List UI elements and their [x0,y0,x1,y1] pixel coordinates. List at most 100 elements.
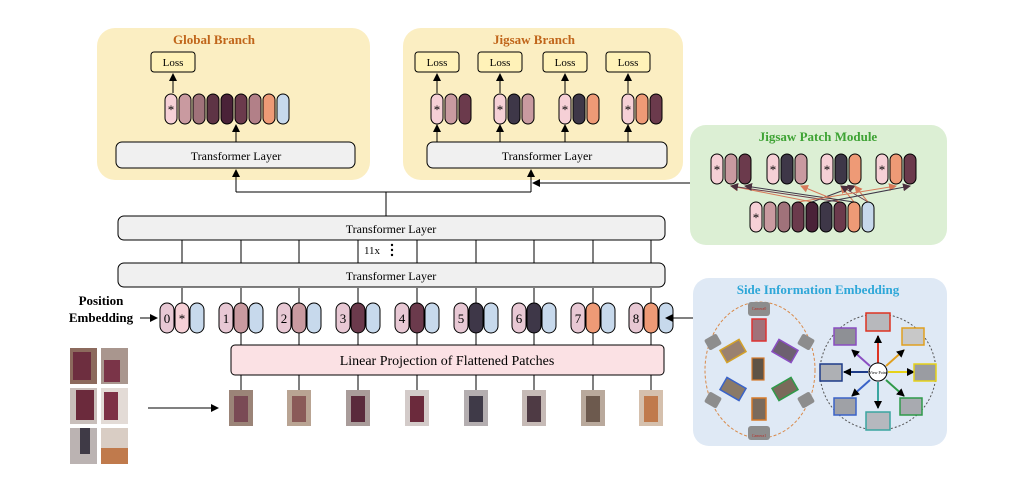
jpm-input-token [833,201,847,233]
position-index-label: 2 [281,311,288,326]
jpm-shuffle-arrows [730,183,911,203]
jpm-input-token [777,201,791,233]
global-token [234,93,248,125]
camera-top-icon [748,302,770,316]
position-index-token [394,302,410,334]
position-label: Position [79,293,125,308]
jigsaw-token [572,93,586,125]
jpm-shuffle-arrow [797,183,897,203]
bottom-transformer-label: Transformer Layer [346,269,437,283]
jigsaw-transformer-layer [426,141,668,169]
jigsaw-transformer-label: Transformer Layer [502,149,593,163]
image-patch-content [527,396,541,422]
cls-token-symbol: * [879,162,886,177]
global-token [262,93,276,125]
jpm-shuffled-token [780,153,794,185]
jpm-input-cls-token [749,201,763,233]
cls-token-symbol: * [168,102,175,117]
viewpoint-center-label: View Point [869,370,888,375]
jigsaw-token [458,93,472,125]
jigsaw-loss-label: Loss [427,57,448,69]
jigsaw-token [507,93,521,125]
embedding-token [483,302,499,334]
cls-token-symbol: * [770,162,777,177]
jpm-cls-token [766,153,780,185]
viewpoint-center [868,362,888,382]
cls-token [174,302,190,334]
jpm-shuffled-token [724,153,738,185]
jigsaw-loss-box [477,51,523,73]
jigsaw-token [586,93,600,125]
image-patch-content [410,396,424,422]
jpm-shuffled-token [738,153,752,185]
embedding-token [306,302,322,334]
position-index-token [628,302,644,334]
jpm-title: Jigsaw Patch Module [759,129,878,144]
embedding-token [541,302,557,334]
position-index-label: 5 [458,311,465,326]
jpm-cls-token [710,153,724,185]
side-information-embedding: Side Information Embedding Camera0 Camer… [693,278,947,446]
jigsaw-token-row: **** [430,93,663,142]
jigsaw-branch-title: Jigsaw Branch [493,32,576,47]
viewpoint-ring: View Point [819,312,937,431]
jpm-input-token [847,201,861,233]
cls-token-symbol: * [824,162,831,177]
global-token [248,93,262,125]
bottom-transformer-layer [117,262,666,288]
global-transformer-layer [115,141,356,169]
position-index-label: 3 [340,311,347,326]
position-index-token [276,302,292,334]
position-index-token [511,302,527,334]
inter-layer-connections [181,240,652,263]
global-token [276,93,290,125]
jpm-shuffled-token [889,153,903,185]
branch-connectors [232,169,690,216]
side-info-title: Side Information Embedding [737,282,900,297]
jpm-input-token [805,201,819,233]
jpm-cls-token [875,153,889,185]
camera-bottom-icon [748,426,770,440]
patch-token [585,302,601,334]
jpm-input-token [763,201,777,233]
global-loss-label: Loss [163,57,184,69]
embedding-token [600,302,616,334]
embedding-token [424,302,440,334]
jigsaw-patch-module: Jigsaw Patch Module **** * [690,125,947,245]
global-token [206,93,220,125]
image-patch-content [586,396,600,422]
jigsaw-token [444,93,458,125]
repeat-dots [390,243,394,257]
patch-token [409,302,425,334]
position-index-token [159,302,175,334]
jpm-shuffled-token [834,153,848,185]
position-index-label: 7 [575,311,582,326]
position-index-token [453,302,469,334]
camera-ring: Camera0 Camera1 [704,301,816,440]
position-index-label: 0 [164,311,171,326]
linear-projection-box [230,344,665,376]
top-transformer-layer [117,215,666,241]
image-patch-content [234,396,248,422]
camera-top-label: Camera0 [752,306,766,311]
jpm-input-tokens: * [749,201,875,233]
image-patch-row [229,390,663,426]
image-patch-content [469,396,483,422]
patch-token [643,302,659,334]
repeat-count: 11x [364,245,381,257]
embedding-token [189,302,205,334]
cls-token-symbol: * [625,102,632,117]
cls-token-symbol: * [497,102,504,117]
jigsaw-loss-box [605,51,651,73]
jpm-shuffle-arrow [854,185,869,203]
jigsaw-token [649,93,663,125]
input-image [70,348,219,464]
position-index-label: 6 [516,311,523,326]
embedding-token [365,302,381,334]
embedding-token [248,302,264,334]
global-branch: Global Branch Loss * Transformer Layer [97,28,370,180]
jpm-shuffle-arrow [825,183,911,203]
global-branch-title: Global Branch [173,32,256,47]
